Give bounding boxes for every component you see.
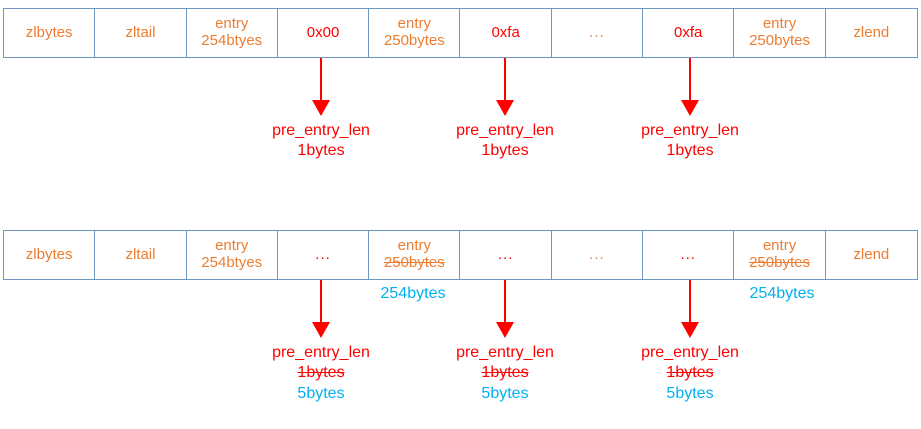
caption-row2-3-name: pre_entry_len [641, 344, 739, 361]
cell-zlend: zlend [826, 9, 917, 57]
cell2-entry-250-first-line2: 250bytes [383, 254, 445, 271]
blue-note-entry-size-2: 254bytes [749, 285, 815, 302]
cell2-zltail-line1: zltail [125, 245, 156, 263]
cell-ellipsis-middle: ... [552, 9, 644, 57]
arrow-down-row2-3 [679, 280, 701, 338]
cell2-zlend-line1: zlend [853, 245, 890, 263]
caption-row1-3-name: pre_entry_len [641, 122, 739, 139]
caption-row2-3: pre_entry_len 1bytes 5bytes [590, 343, 790, 404]
cell-entry-254: entry 254btyes [187, 9, 278, 57]
cell2-zlbytes-line1: zlbytes [25, 245, 73, 263]
caption-row1-2: pre_entry_len 1bytes [405, 121, 605, 162]
arrow-head [312, 100, 330, 116]
cell2-prevlen-ellipsis-first: ... [278, 231, 370, 279]
cell2-prevlen-ellipsis-second: ... [460, 231, 552, 279]
cell-entry-250-first: entry 250bytes [369, 9, 461, 57]
cell-zlbytes-line1: zlbytes [25, 23, 73, 41]
cell-entry-250-first-line2: 250bytes [383, 32, 445, 49]
blue-note-entry-size-1: 254bytes [380, 285, 446, 302]
cell-entry-254-line2: 254btyes [201, 32, 263, 49]
cell2-entry-254-line2: 254btyes [201, 254, 263, 271]
cell-zltail: zltail [95, 9, 187, 57]
ziplist-row-after: zlbytes zltail entry 254btyes ... entry … [3, 230, 918, 280]
ziplist-row-before: zlbytes zltail entry 254btyes 0x00 entry… [3, 8, 918, 58]
cell2-entry-250-first: entry 250bytes [369, 231, 461, 279]
arrow-down-row2-2 [494, 280, 516, 338]
cell-prevlen-0xfa-second: 0xfa [643, 9, 735, 57]
caption-row2-2: pre_entry_len 1bytes 5bytes [405, 343, 605, 404]
cell-prevlen-0x00-line1: 0x00 [306, 23, 340, 41]
caption-row2-1: pre_entry_len 1bytes 5bytes [221, 343, 421, 404]
cell-prevlen-0xfa-second-line1: 0xfa [674, 23, 703, 41]
caption-row1-1-name: pre_entry_len [272, 122, 370, 139]
cell-entry-250-second-line2: 250bytes [749, 32, 810, 49]
arrow-shaft [320, 280, 322, 324]
arrow-head [681, 100, 699, 116]
caption-row1-3: pre_entry_len 1bytes [590, 121, 790, 162]
cell-entry-250-first-line1: entry [397, 15, 432, 33]
arrow-head [496, 100, 514, 116]
caption-row2-1-old-size: 1bytes [297, 364, 345, 382]
cell-zlend-line1: zlend [853, 23, 890, 41]
caption-row1-2-name: pre_entry_len [456, 122, 554, 139]
arrow-down-row1-3 [679, 58, 701, 116]
cell2-entry-250-second-line1: entry [762, 237, 797, 255]
cell-entry-254-line1: entry [215, 15, 249, 33]
caption-row2-2-new-size: 5bytes [481, 384, 529, 402]
cell2-entry-254: entry 254btyes [187, 231, 278, 279]
cell2-zlend: zlend [826, 231, 917, 279]
caption-row1-1: pre_entry_len 1bytes [221, 121, 421, 162]
cell2-entry-250-first-line1: entry [397, 237, 432, 255]
cell-zltail-line1: zltail [125, 23, 156, 41]
caption-row2-1-name: pre_entry_len [272, 344, 370, 361]
cell2-entry-250-second: entry 250bytes [734, 231, 826, 279]
cell2-entry-254-line1: entry [215, 237, 249, 255]
cell-prevlen-0xfa-first-line1: 0xfa [491, 23, 520, 41]
cell2-prevlen-ellipsis-third-line1: ... [680, 245, 696, 263]
cell-ellipsis-middle-line1: ... [589, 23, 605, 41]
caption-row2-1-new-size: 5bytes [297, 384, 345, 402]
cell-entry-250-second: entry 250bytes [734, 9, 826, 57]
caption-row1-1-size: 1bytes [297, 142, 345, 160]
cell-prevlen-0x00: 0x00 [278, 9, 370, 57]
arrow-shaft [504, 58, 506, 102]
arrow-shaft [689, 280, 691, 324]
cell2-ellipsis-middle: ... [552, 231, 644, 279]
arrow-shaft [320, 58, 322, 102]
arrow-down-row1-1 [310, 58, 332, 116]
caption-row2-3-new-size: 5bytes [666, 384, 714, 402]
arrow-head [312, 322, 330, 338]
cell-entry-250-second-line1: entry [762, 15, 797, 33]
arrow-down-row2-1 [310, 280, 332, 338]
caption-row2-3-old-size: 1bytes [666, 364, 714, 382]
cell2-prevlen-ellipsis-second-line1: ... [497, 245, 514, 263]
cell2-entry-250-second-line2: 250bytes [749, 254, 810, 271]
caption-row2-2-old-size: 1bytes [481, 364, 529, 382]
arrow-shaft [689, 58, 691, 102]
arrow-head [681, 322, 699, 338]
cell-zlbytes: zlbytes [4, 9, 96, 57]
caption-row1-3-size: 1bytes [666, 142, 714, 160]
caption-row2-2-name: pre_entry_len [456, 344, 554, 361]
cell2-prevlen-ellipsis-third: ... [643, 231, 735, 279]
arrow-down-row1-2 [494, 58, 516, 116]
cell2-ellipsis-middle-line1: ... [589, 245, 605, 263]
cell2-prevlen-ellipsis-first-line1: ... [315, 245, 331, 263]
cell2-zltail: zltail [95, 231, 187, 279]
arrow-shaft [504, 280, 506, 324]
caption-row1-2-size: 1bytes [481, 142, 529, 160]
arrow-head [496, 322, 514, 338]
cell-prevlen-0xfa-first: 0xfa [460, 9, 552, 57]
cell2-zlbytes: zlbytes [4, 231, 96, 279]
